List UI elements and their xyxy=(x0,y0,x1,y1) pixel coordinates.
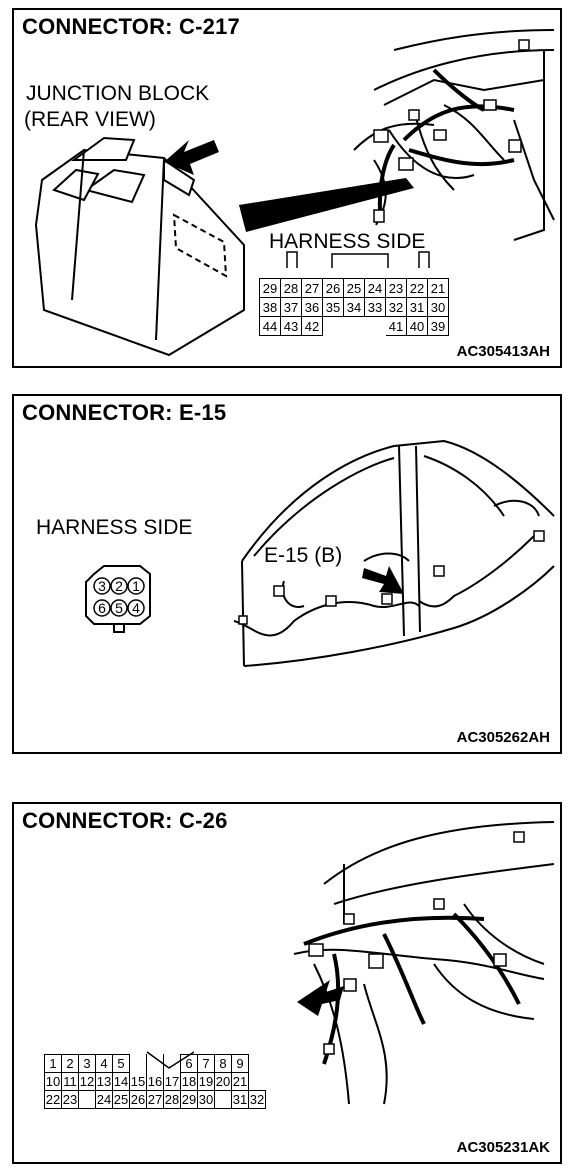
pin-cell: 40 xyxy=(406,316,428,336)
pin-cell: 31 xyxy=(231,1090,249,1109)
pin-cell: 27 xyxy=(146,1090,164,1109)
pin-circle xyxy=(93,599,111,617)
pin-label: 5 xyxy=(115,600,123,616)
pin-cell: 5 xyxy=(112,1054,130,1073)
pin-cell: 24 xyxy=(95,1090,113,1109)
panel-title: CONNECTOR: C-217 xyxy=(22,14,240,39)
pin-cell: 35 xyxy=(322,297,344,317)
pin-circle xyxy=(127,577,145,595)
pin-cell: 32 xyxy=(248,1090,266,1109)
pin-cell: 21 xyxy=(427,278,449,298)
pin-cell: 23 xyxy=(61,1090,79,1109)
pin-cell: 2 xyxy=(61,1054,79,1073)
dash-wiring-drawing xyxy=(146,821,555,1105)
rear-view-label: (REAR VIEW) xyxy=(24,108,156,131)
pin-cell: 29 xyxy=(180,1090,198,1109)
pin-cell: 36 xyxy=(301,297,323,317)
pin-label: 6 xyxy=(98,600,106,616)
pin-cell: 9 xyxy=(231,1054,249,1073)
junction-block-label: JUNCTION BLOCK xyxy=(26,82,210,105)
pin-cell: 28 xyxy=(280,278,302,298)
pin-cell: 26 xyxy=(129,1090,147,1109)
pin-cell: 4 xyxy=(95,1054,113,1073)
pin-cell: 11 xyxy=(61,1072,79,1091)
pin-cell: 41 xyxy=(385,316,407,336)
pin-cell: 30 xyxy=(197,1090,215,1109)
pin-cell: 37 xyxy=(280,297,302,317)
panel-title: CONNECTOR: C-26 xyxy=(22,808,228,833)
callout-label: E-15 (B) xyxy=(264,544,343,567)
pin-cell xyxy=(129,1054,147,1073)
pin-cell: 34 xyxy=(343,297,365,317)
pin-cell: 38 xyxy=(259,297,281,317)
pin-cell xyxy=(323,317,344,336)
pin-circle xyxy=(110,577,128,595)
pin-cell: 27 xyxy=(301,278,323,298)
pin-label: 3 xyxy=(98,578,106,594)
pin-cell: 19 xyxy=(197,1072,215,1091)
pin-cell: 6 xyxy=(180,1054,198,1073)
pin-cell: 22 xyxy=(44,1090,62,1109)
figure-code: AC305413AH xyxy=(456,343,550,360)
pin-cell: 28 xyxy=(163,1090,181,1109)
pin-cell: 25 xyxy=(112,1090,130,1109)
pin-cell: 1 xyxy=(44,1054,62,1073)
pin-cell: 22 xyxy=(406,278,428,298)
arrow-icon xyxy=(297,980,344,1016)
pin-cell: 3 xyxy=(78,1054,96,1073)
pin-cell: 30 xyxy=(427,297,449,317)
harness-side-label: HARNESS SIDE xyxy=(269,230,426,253)
pin-cell: 32 xyxy=(385,297,407,317)
pin-cell xyxy=(163,1054,181,1073)
pin-cell xyxy=(78,1090,96,1109)
arrow-icon xyxy=(362,566,404,594)
pin-cell: 16 xyxy=(146,1072,164,1091)
pin-cell: 17 xyxy=(163,1072,181,1091)
connector-c26-panel: CONNECTOR: C-26 xyxy=(12,802,562,1164)
pin-cell: 14 xyxy=(112,1072,130,1091)
pin-label: 2 xyxy=(115,578,123,594)
pin-cell: 33 xyxy=(364,297,386,317)
pin-cell: 23 xyxy=(385,278,407,298)
pin-cell: 8 xyxy=(214,1054,232,1073)
pin-cell: 31 xyxy=(406,297,428,317)
pin-cell: 20 xyxy=(214,1072,232,1091)
pin-cell: 29 xyxy=(259,278,281,298)
pin-cell: 12 xyxy=(78,1072,96,1091)
figure-code: AC305262AH xyxy=(456,729,550,746)
pin-cell: 43 xyxy=(280,316,302,336)
pin-cell xyxy=(214,1090,232,1109)
pin-cell: 44 xyxy=(259,316,281,336)
pin-cell xyxy=(365,317,386,336)
pin-circle xyxy=(127,599,145,617)
pin-cell xyxy=(344,317,365,336)
pin-cell: 42 xyxy=(301,316,323,336)
pin-cell: 18 xyxy=(180,1072,198,1091)
pin-cell: 26 xyxy=(322,278,344,298)
pin-cell: 13 xyxy=(95,1072,113,1091)
pin-circle xyxy=(110,599,128,617)
pin-cell: 7 xyxy=(197,1054,215,1073)
arrow-icon xyxy=(164,140,219,175)
pin-cell: 10 xyxy=(44,1072,62,1091)
pin-label: 1 xyxy=(132,578,140,594)
panel-title: CONNECTOR: E-15 xyxy=(22,400,227,425)
junction-block-drawing xyxy=(34,29,555,357)
figure-code: AC305231AK xyxy=(456,1139,550,1156)
pin-cell xyxy=(146,1054,164,1073)
pin-cell: 15 xyxy=(129,1072,147,1091)
pin-cell: 25 xyxy=(343,278,365,298)
pin-cell: 21 xyxy=(231,1072,249,1091)
pin-circle xyxy=(93,577,111,595)
connector-c217-panel: CONNECTOR: C-217 JUNCTION BLOCK (REAR VI… xyxy=(12,8,562,368)
pin-cell: 24 xyxy=(364,278,386,298)
pin-label: 4 xyxy=(132,600,140,616)
harness-side-label: HARNESS SIDE xyxy=(36,516,193,539)
pin-cell: 39 xyxy=(427,316,449,336)
